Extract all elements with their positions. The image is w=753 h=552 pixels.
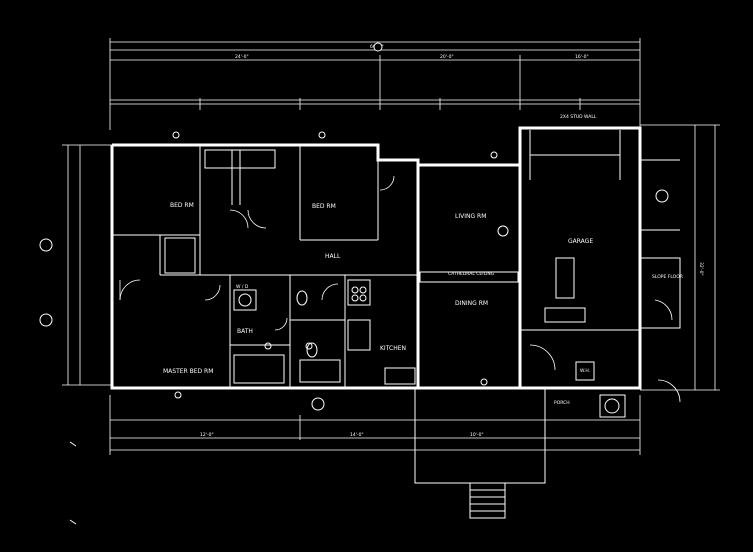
dim-bottom-c: 10'-0": [470, 432, 484, 438]
dim-center: 20'-0": [440, 54, 454, 60]
label-bed-center: BED RM: [312, 203, 336, 210]
label-ceiling: CATHEDRAL CEILING: [448, 271, 495, 277]
dim-depth: 32'-0": [698, 262, 704, 276]
dim-right-wing: 16'-0": [575, 54, 589, 60]
label-bed-left: BED RM: [170, 202, 194, 209]
dim-bottom-a: 12'-0": [200, 432, 214, 438]
label-dining: DINING RM: [455, 300, 488, 307]
dimension-lines-top: [109, 38, 641, 130]
dim-left-wing: 24'-0": [235, 54, 249, 60]
label-garage: GARAGE: [568, 238, 593, 245]
label-hall: HALL: [325, 253, 341, 260]
label-bath: BATH: [237, 328, 253, 335]
label-porch: PORCH: [554, 400, 570, 406]
dimension-lines-bottom: [109, 395, 641, 455]
label-living: LIVING RM: [455, 213, 486, 220]
doors: [119, 175, 681, 403]
label-kitchen: KITCHEN: [380, 345, 406, 352]
dimension-lines-sides: [62, 124, 720, 391]
note-garage-top: 2X4 STUD WALL: [560, 114, 597, 120]
dim-bottom-b: 14'-0": [350, 432, 364, 438]
grid-bubbles: [39, 42, 669, 411]
note-garage-right: SLOPE FLOOR: [652, 274, 683, 280]
note-water-heater: W.H.: [580, 368, 590, 374]
note-laundry: W / D: [236, 284, 249, 290]
interior-walls: [112, 145, 640, 388]
porch-stairs: [414, 387, 546, 519]
label-master-bed: MASTER BED RM: [163, 368, 213, 375]
misc-marks: [69, 131, 498, 525]
fixtures: [164, 149, 626, 418]
garage-outer-lines: [529, 130, 681, 329]
